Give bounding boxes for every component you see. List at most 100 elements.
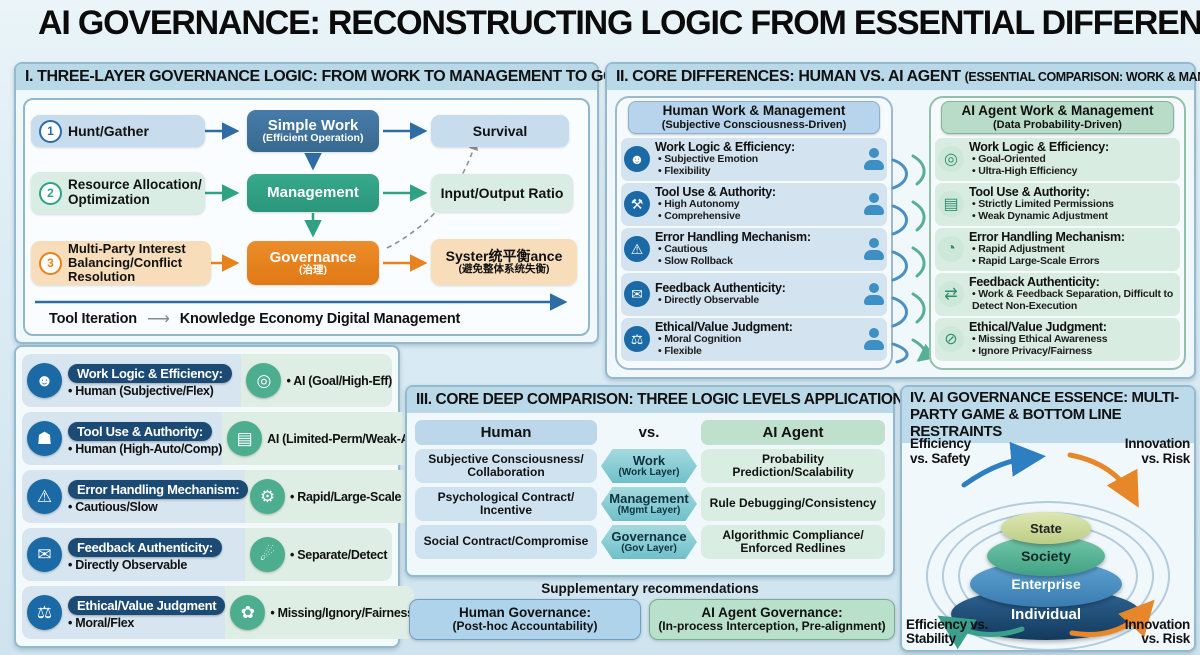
row-title: Tool Use & Authority: [655,185,776,200]
layer-society-label: Society [1021,548,1071,564]
ai-row-text: Tool Use & Authority: • Strictly Limited… [969,186,1177,222]
ai-connector-arrows [913,154,924,360]
chat-bubble-icon: ✉ [624,281,650,308]
flow-management-label: Management [267,184,359,202]
row-title: Feedback Authenticity: [655,281,786,296]
summary-row-error-handling: ⚠ Error Handling Mechanism: • Cautious/S… [22,470,440,523]
ai-column: AI Agent Work & Management (Data Probabi… [929,96,1186,370]
human-value: • Cautious/Slow [68,499,158,514]
scales-icon: ⚖ [27,595,62,630]
ai-row-text: Ethical/Value Judgment: • Missing Ethica… [969,321,1177,357]
row-bullet: • Missing Ethical Awareness [972,333,1108,346]
human-row-text: Error Handling Mechanism: • Cautious • S… [655,231,859,267]
summary-row-work-logic: ☻ Work Logic & Efficiency: • Human (Subj… [22,354,392,407]
flow-system-balance-sub: (避免整体系统失衡) [458,262,550,275]
summary-row-feedback: ✉ Feedback Authenticity: • Directly Obse… [22,528,392,581]
flow-resource-allocation-label: Resource Allocation/ Optimization [68,177,202,207]
cell-ai-governance: Algorithmic Compliance/ Enforced Redline… [701,525,885,559]
arrow-right-icon: ⟶ [146,311,170,328]
row-bullet: • Rapid Adjustment [972,243,1065,256]
outer-ring [926,501,1170,650]
row-bullet: • Cautious [658,243,708,256]
summary-human-cell: ☻ Work Logic & Efficiency: • Human (Subj… [22,354,242,407]
person-icon [864,238,884,261]
ai-value: • AI (Goal/High-Eff) [286,373,392,388]
supp-human-label: Human Governance: [458,604,592,620]
summary-row-ethics: ⚖ Ethical/Value Judgment • Moral/Flex ✿ … [22,586,414,639]
corner-efficiency-stability: Efficiency vs. Stability [906,616,989,647]
cell-human-governance: Social Contract/Compromise [415,525,597,559]
flow-diagram: 1 Hunt/Gather Simple Work (Efficient Ope… [23,98,590,336]
ai-value: • Rapid/Large-Scale Errors [290,489,441,504]
human-row-text: Ethical/Value Judgment: • Moral Cognitio… [655,321,859,357]
warning-triangle-icon: ⚠ [624,236,650,263]
row-bullet: • Weak Dynamic Adjustment [972,210,1108,222]
human-row-text: Work Logic & Efficiency: • Subjective Em… [655,141,859,177]
panel-deep-comparison-region: III. CORE DEEP COMPARISON: THREE LOGIC L… [405,385,904,648]
flow-survival: Survival [431,115,569,147]
row-bullet: • Directly Observable [658,294,760,307]
row-title-pill: Feedback Authenticity: [68,537,222,557]
page-title: AI GOVERNANCE: RECONSTRUCTING LOGIC FROM… [38,4,1200,42]
row-bullet: • Rapid Large-Scale Errors [972,255,1100,267]
layer-sublabel: (Mgmt Layer) [617,504,681,516]
flow-multiparty-label: Multi-Party Interest Balancing/Conflict … [68,240,186,285]
ai-value: AI (Limited-Perm/Weak-Adj) [267,431,424,446]
person-icon [864,193,884,216]
panel3-title: III. CORE DEEP COMPARISON: THREE LOGIC L… [407,387,904,413]
flow-system-balance-label: Syster统平衡ance [445,248,563,265]
corner-innovation-risk-bottom: Innovation vs. Risk [1124,616,1191,647]
row-title-pill: Tool Use & Authority: [68,421,212,441]
column-header-vs: vs. [638,424,660,441]
layer-state-label: State [1030,520,1062,536]
target-icon: ◎ [938,146,964,173]
human-row-tool-use: ⚒ Tool Use & Authority: • High Autonomy … [621,182,887,226]
flow-governance: Governance (治理) [247,241,379,285]
column-header-human: Human [415,420,597,445]
layer-state: State [1001,512,1091,544]
flow-multiparty: 3 Multi-Party Interest Balancing/Conflic… [31,241,211,285]
row-title: Feedback Authenticity: [969,275,1100,290]
human-column: Human Work & Management (Subjective Cons… [615,96,893,370]
summary-ai-cell: ☄ • Separate/Detect [245,528,392,581]
human-row-text: Feedback Authenticity: • Directly Observ… [655,281,859,307]
separation-icon: ⇄ [938,281,964,308]
row-bullet: • Slow Rollback [658,255,733,267]
summary-ai-cell: ✿ • Missing/Ignory/Fairness [225,586,414,639]
cell-layer-work: Work (Work Layer) [601,449,697,483]
ai-rows: ◎ Work Logic & Efficiency: • Goal-Orient… [935,137,1180,361]
human-row-text: Tool Use & Authority: • High Autonomy • … [655,186,859,222]
flow-io-ratio: Input/Output Ratio [431,174,573,212]
tool-iteration-label: Tool Iteration [49,311,137,327]
supp-ai-label: AI Agent Governance: [701,604,843,620]
ai-row-feedback: ⇄ Feedback Authenticity: • Work & Feedba… [935,272,1180,316]
flow-governance-label: Governance [269,248,357,266]
layer-label: Work [632,452,666,468]
summary-row-tool-use: ☗ Tool Use & Authority: • Human (High-Au… [22,412,424,465]
step-1-badge: 1 [39,119,62,143]
comparison-table: Human vs. AI Agent Subjective Consciousn… [415,420,885,559]
flow-hunt-gather-label: Hunt/Gather [68,122,149,139]
corner-innovation-risk-top: Innovation vs. Risk [1124,436,1191,466]
human-row-work-logic: ☻ Work Logic & Efficiency: • Subjective … [621,137,887,181]
flow-simple-work: Simple Work (Efficient Operation) [247,110,379,152]
row-bullet: • Subjective Emotion [658,153,759,166]
supp-ai-sub: (In-process Interception, Pre-alignment) [658,619,886,634]
cell-human-work: Subjective Consciousness/ Collaboration [415,449,597,483]
row-title-pill: Error Handling Mechanism: [68,479,249,499]
row-title: Tool Use & Authority: [969,185,1090,200]
row-title: Work Logic & Efficiency: [969,140,1109,155]
chat-check-icon: ✉ [27,537,62,572]
layer-enterprise-label: Enterprise [1011,576,1081,592]
ai-row-tool-use: ▤ Tool Use & Authority: • Strictly Limit… [935,182,1180,226]
human-value: • Human (Subjective/Flex) [68,383,214,398]
row-title: Work Logic & Efficiency: [655,140,795,155]
ai-value: • Separate/Detect [290,547,388,562]
flow-survival-label: Survival [472,122,528,139]
row-title: Error Handling Mechanism: [655,230,811,245]
panel-three-layer-logic: I. THREE-LAYER GOVERNANCE LOGIC: FROM WO… [14,62,702,344]
human-connector-curves [891,158,909,364]
gear-icon: ⚙ [250,479,285,514]
ai-header-sub: (Data Probability-Driven) [993,118,1122,131]
target-icon: ◎ [246,363,282,398]
